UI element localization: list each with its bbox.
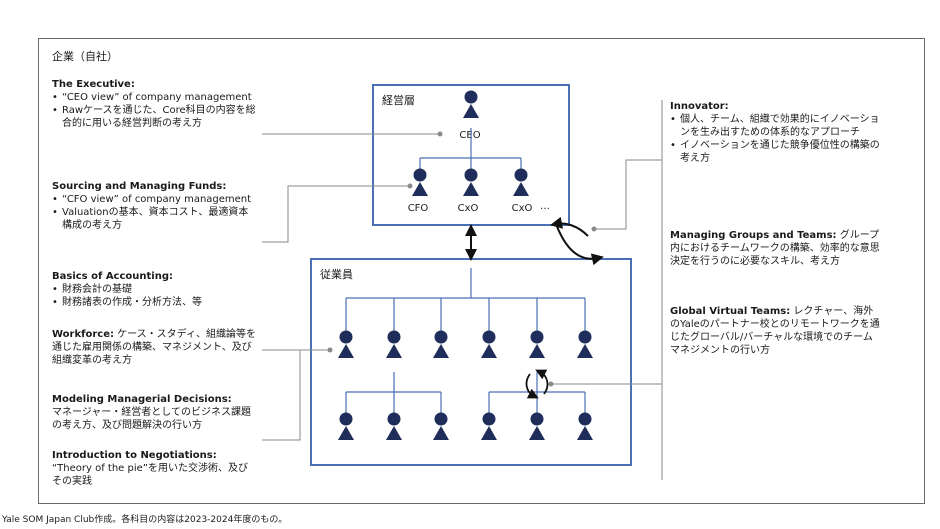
course-bullet: 個人、チーム、組織で効果的にイノベーションを生み出すための体系的なアプローチ (670, 113, 880, 139)
person-icon (481, 412, 497, 440)
course-sourcing-funds: Sourcing and Managing Funds: “CFO view” … (52, 180, 257, 232)
person-icon (433, 330, 449, 358)
person-icon (433, 412, 449, 440)
footer-note: Yale SOM Japan Club作成。各科目の内容は2023-2024年度… (2, 515, 288, 525)
role-cfo: CFO (407, 203, 429, 214)
connector-dots (327, 131, 597, 387)
course-executive: The Executive: “CEO view” of company man… (52, 78, 257, 130)
course-bullet: 財務会計の基礎 (52, 283, 257, 296)
person-icon (529, 412, 545, 440)
person-icon (513, 168, 529, 196)
course-title: Modeling Managerial Decisions: (52, 394, 232, 405)
management-label: 経営層 (382, 94, 415, 107)
role-cxo: CxO (511, 203, 533, 214)
course-title: Workforce: (52, 329, 114, 340)
employees-label: 従業員 (320, 268, 353, 281)
course-bullet: Rawケースを通じた、Core科目の内容を総合的に用いる経営判断の考え方 (52, 104, 257, 130)
person-icon (463, 90, 479, 118)
course-title: Basics of Accounting: (52, 271, 174, 282)
course-bullet: 財務諸表の作成・分析方法、等 (52, 296, 257, 309)
course-title: The Executive: (52, 79, 135, 90)
company-frame (38, 38, 925, 504)
person-icon (577, 412, 593, 440)
company-label: 企業（自社） (52, 50, 118, 63)
employee-tree-lines (345, 268, 586, 414)
course-text: グループ内におけるチームワークの構築、効率的な意思決定を行うのに必要なスキル、考… (670, 230, 880, 267)
person-icon (577, 330, 593, 358)
person-icon (463, 168, 479, 196)
person-icon (386, 412, 402, 440)
course-groups-teams: Managing Groups and Teams: グループ内におけるチームワ… (670, 229, 882, 268)
course-title: Introduction to Negotiations: (52, 450, 217, 461)
course-bullet: Valuationの基本、資本コスト、最適資本構成の考え方 (52, 206, 257, 232)
course-bullet: “CEO view” of company management (52, 91, 257, 104)
person-icon (386, 330, 402, 358)
person-icon (412, 168, 428, 196)
circular-arrows-icon (525, 369, 549, 399)
course-text: ケース・スタディ、組織論等を通じた雇用関係の構築、マネジメント、及び組織変革の考… (52, 329, 256, 366)
course-negotiations: Introduction to Negotiations: “Theory of… (52, 449, 257, 488)
role-cxo: CxO (457, 203, 479, 214)
left-connectors (262, 133, 440, 441)
course-bullet: イノベーションを通じた競争優位性の構築の考え方 (670, 139, 880, 165)
course-title: Managing Groups and Teams: (670, 230, 837, 241)
course-text: レクチャー、海外のYaleのパートナー校とのリモートワークを通じたグローバル/バ… (670, 306, 880, 356)
course-title: Global Virtual Teams: (670, 306, 791, 317)
role-ellipsis: … (540, 201, 550, 212)
person-icon (338, 412, 354, 440)
role-ceo: CEO (459, 130, 481, 141)
course-text: マネージャー・経営者としてのビジネス課題の考え方、及び問題解決の行い方 (52, 407, 251, 431)
person-icon (529, 330, 545, 358)
course-accounting: Basics of Accounting: 財務会計の基礎 財務諸表の作成・分析… (52, 270, 257, 309)
course-global-virtual-teams: Global Virtual Teams: レクチャー、海外のYaleのパートナ… (670, 305, 882, 357)
person-icon (481, 330, 497, 358)
course-workforce: Workforce: ケース・スタディ、組織論等を通じた雇用関係の構築、マネジメ… (52, 328, 257, 367)
course-title: Innovator: (670, 101, 729, 112)
course-title: Sourcing and Managing Funds: (52, 181, 227, 192)
course-modeling-decisions: Modeling Managerial Decisions: マネージャー・経営… (52, 393, 257, 432)
course-text: “Theory of the pie”を用いた交渉術、及びその実践 (52, 463, 248, 487)
management-tree-lines (419, 128, 522, 172)
course-innovator: Innovator: 個人、チーム、組織で効果的にイノベーションを生み出すための… (670, 100, 880, 165)
course-bullet: “CFO view” of company management (52, 193, 257, 206)
person-icon (338, 330, 354, 358)
circular-arrows-icon (550, 216, 604, 266)
right-connectors (551, 100, 663, 480)
